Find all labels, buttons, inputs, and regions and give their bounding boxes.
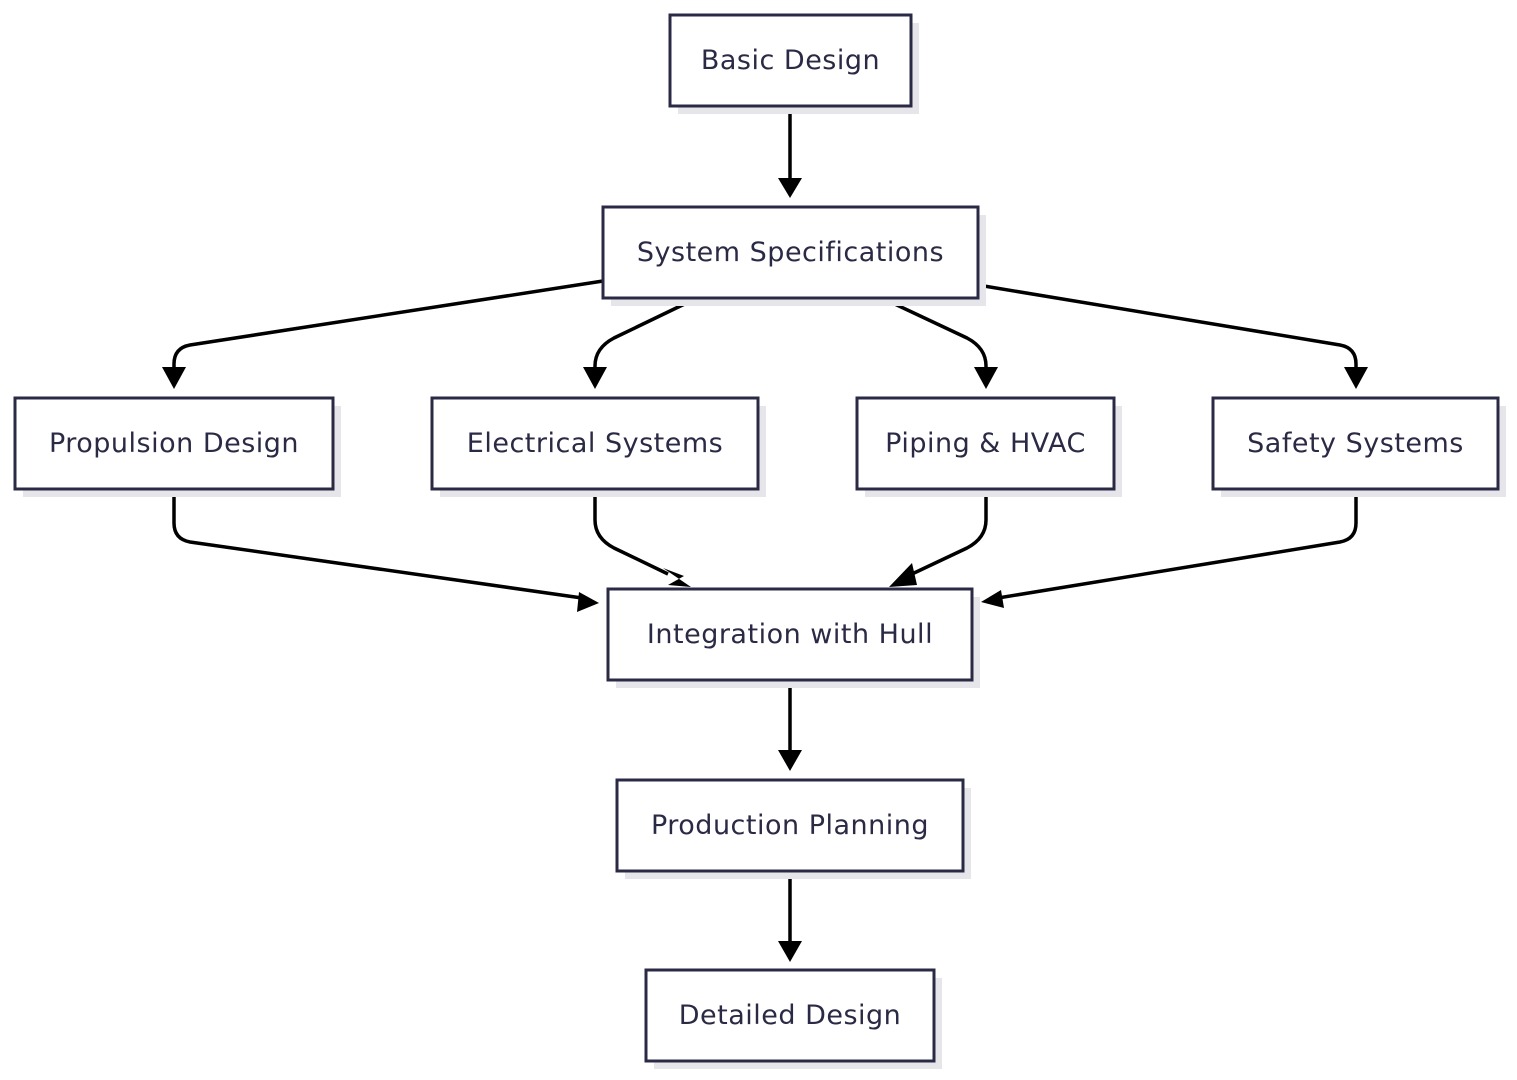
- edge-line: [977, 283, 1358, 368]
- node-box: [644, 968, 936, 1063]
- node-prop[interactable]: Propulsion Design: [13, 396, 341, 497]
- node-label: Piping & HVAC: [885, 428, 1086, 459]
- edge-line: [172, 489, 583, 600]
- edge-line: [881, 296, 988, 368]
- arrowhead: [974, 367, 998, 389]
- edge-integ-prod: [778, 680, 802, 771]
- arrowhead: [778, 750, 802, 771]
- node-label: Propulsion Design: [49, 428, 299, 459]
- node-integ[interactable]: Integration with Hull: [606, 587, 980, 688]
- node-box: [430, 396, 760, 491]
- arrowhead: [778, 941, 802, 962]
- node-safe[interactable]: Safety Systems: [1211, 396, 1506, 497]
- edge-spec-safe: [977, 283, 1368, 389]
- node-prod[interactable]: Production Planning: [615, 778, 971, 879]
- edges-layer: [162, 106, 1368, 962]
- edge-pipe-integ: [889, 489, 988, 587]
- node-label: Production Planning: [651, 810, 929, 841]
- node-box: [13, 396, 335, 491]
- node-pipe[interactable]: Piping & HVAC: [855, 396, 1122, 497]
- node-label: Basic Design: [701, 45, 880, 76]
- arrowhead: [981, 590, 1004, 608]
- edge-safe-integ: [981, 489, 1358, 608]
- edge-spec-pipe: [881, 296, 998, 389]
- edge-line: [172, 279, 604, 368]
- node-spec[interactable]: System Specifications: [601, 205, 986, 306]
- edge-spec-prop: [162, 279, 604, 389]
- node-box: [606, 587, 974, 682]
- node-label: Safety Systems: [1247, 428, 1464, 459]
- node-box: [601, 205, 980, 300]
- node-box: [855, 396, 1116, 491]
- edge-line: [593, 296, 698, 368]
- node-box: [1211, 396, 1500, 491]
- node-elec[interactable]: Electrical Systems: [430, 396, 766, 497]
- edge-line: [997, 489, 1358, 600]
- arrowhead: [1344, 367, 1368, 389]
- node-basic[interactable]: Basic Design: [668, 13, 919, 114]
- node-label: Detailed Design: [679, 1000, 902, 1031]
- node-label: Electrical Systems: [467, 428, 723, 459]
- edge-spec-elec: [583, 296, 698, 389]
- edge-prop-integ: [172, 489, 599, 612]
- edge-elec-integ: [593, 489, 691, 587]
- arrowhead: [778, 178, 802, 198]
- edge-basic-spec: [778, 106, 802, 198]
- node-label: System Specifications: [637, 237, 944, 268]
- edge-line: [911, 489, 988, 576]
- node-label: Integration with Hull: [647, 619, 933, 650]
- node-detail[interactable]: Detailed Design: [644, 968, 942, 1069]
- edge-prod-detail: [778, 871, 802, 962]
- arrowhead: [663, 568, 691, 587]
- arrowhead: [889, 563, 917, 587]
- arrowhead: [577, 592, 599, 612]
- edge-line: [593, 489, 669, 576]
- node-box: [668, 13, 913, 108]
- arrowhead: [583, 367, 607, 389]
- node-box: [615, 778, 965, 873]
- arrowhead: [162, 367, 186, 389]
